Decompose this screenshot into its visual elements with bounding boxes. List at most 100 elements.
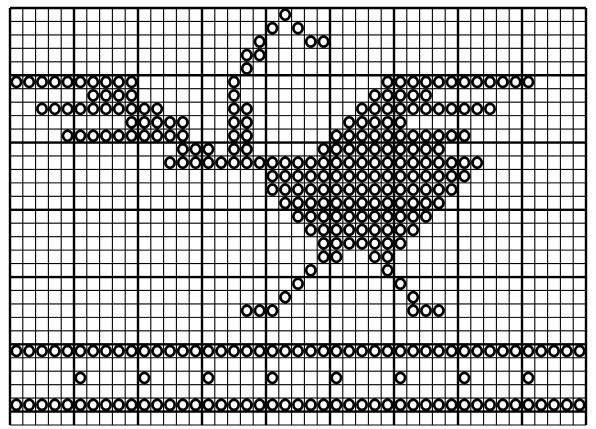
stitch-circle [332, 171, 341, 181]
stitch-circle [229, 117, 238, 127]
stitch-circle [114, 77, 123, 87]
stitch-circle [396, 279, 405, 289]
stitch-circle [63, 77, 72, 87]
stitch-circle [409, 104, 418, 114]
stitch-circle [370, 158, 379, 168]
stitch-circle [409, 198, 418, 208]
stitch-circle [332, 252, 341, 262]
stitch-circle [396, 185, 405, 195]
stitch-circle [383, 131, 392, 141]
stitch-circle [421, 104, 430, 114]
stitch-circle [473, 104, 482, 114]
stitch-circle [25, 77, 34, 87]
stitch-circle [421, 77, 430, 87]
stitch-circle [140, 346, 149, 356]
stitch-circle [229, 144, 238, 154]
stitch-circle [255, 306, 264, 316]
stitch-circle [409, 171, 418, 181]
stitch-circle [434, 306, 443, 316]
stitch-circle [89, 346, 98, 356]
stitch-circle [357, 117, 366, 127]
stitch-circle [101, 90, 110, 100]
stitch-circle [332, 346, 341, 356]
stitch-circle [319, 158, 328, 168]
stitch-circle [165, 346, 174, 356]
stitch-circle [255, 400, 264, 410]
stitch-circle [549, 400, 558, 410]
stitch-circle [575, 400, 584, 410]
stitch-circle [306, 346, 315, 356]
stitch-circle [434, 77, 443, 87]
stitch-circle [460, 77, 469, 87]
stitch-circle [357, 185, 366, 195]
stitch-circle [370, 238, 379, 248]
stitch-circle [165, 400, 174, 410]
stitch-circle [114, 104, 123, 114]
stitch-circle [127, 117, 136, 127]
stitch-circle [114, 346, 123, 356]
stitch-circle [396, 238, 405, 248]
stitch-circle [357, 225, 366, 235]
stitch-circle [409, 185, 418, 195]
stitch-circle [396, 77, 405, 87]
stitch-circle [345, 158, 354, 168]
stitch-circle [485, 346, 494, 356]
stitch-circle [421, 306, 430, 316]
stitch-circle [421, 158, 430, 168]
stitch-circle [178, 158, 187, 168]
stitch-circle [345, 238, 354, 248]
stitch-circle [306, 171, 315, 181]
stitch-circle [409, 90, 418, 100]
stitch-circle [37, 104, 46, 114]
stitch-circle [76, 104, 85, 114]
stitch-circle [434, 158, 443, 168]
stitch-circle [383, 185, 392, 195]
stitch-circle [421, 144, 430, 154]
stitch-circle [357, 198, 366, 208]
stitch-circle [165, 131, 174, 141]
stitch-circle [268, 158, 277, 168]
stitch-circle [114, 400, 123, 410]
stitch-circle [434, 131, 443, 141]
stitch-circle [153, 400, 162, 410]
stitch-circle [127, 104, 136, 114]
stitch-circle [114, 131, 123, 141]
stitch-circle [396, 225, 405, 235]
stitch-circle [421, 90, 430, 100]
stitch-circle [370, 171, 379, 181]
stitch-circle [268, 346, 277, 356]
stitch-circle [396, 373, 405, 383]
stitch-circle [178, 144, 187, 154]
stitch-circle [25, 400, 34, 410]
stitch-circle [242, 131, 251, 141]
stitch-circle [319, 185, 328, 195]
stitch-circle [332, 158, 341, 168]
stitch-circle [447, 131, 456, 141]
stitch-circle [383, 212, 392, 222]
stitch-circle [281, 346, 290, 356]
stitch-circle [76, 400, 85, 410]
stitch-circle [409, 292, 418, 302]
stitch-circle [281, 10, 290, 20]
stitch-circle [447, 158, 456, 168]
stitch-circle [370, 185, 379, 195]
stitch-circle [383, 346, 392, 356]
stitch-circle [319, 238, 328, 248]
stitch-circle [319, 400, 328, 410]
stitch-circle [447, 346, 456, 356]
stitch-circle [293, 400, 302, 410]
stitch-circle [511, 400, 520, 410]
stitch-circle [396, 198, 405, 208]
stitch-circle [498, 400, 507, 410]
stitch-circle [383, 117, 392, 127]
stitch-circle [229, 104, 238, 114]
stitch-circle [537, 346, 546, 356]
stitch-circle [409, 77, 418, 87]
stitch-circle [357, 238, 366, 248]
stitch-circle [421, 212, 430, 222]
stitch-circle [460, 104, 469, 114]
stitch-circle [306, 158, 315, 168]
stitch-circle [281, 198, 290, 208]
stitch-circle [409, 212, 418, 222]
